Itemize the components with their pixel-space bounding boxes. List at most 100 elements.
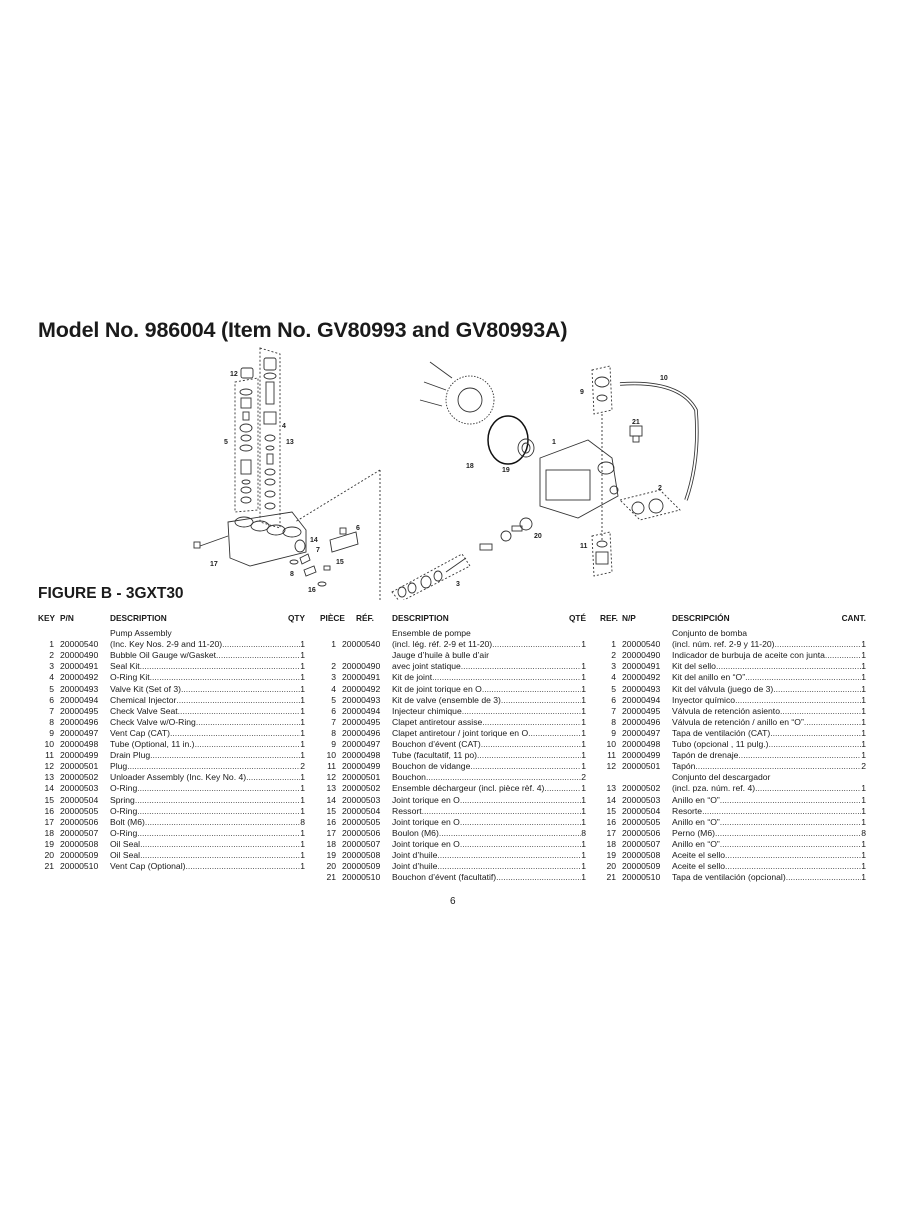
- dot-leader: [544, 783, 581, 794]
- dot-leader: [460, 795, 581, 806]
- svg-text:15: 15: [336, 559, 344, 566]
- table-row: 1220000501Bouchon2: [320, 772, 586, 783]
- key-number: 17: [44, 816, 54, 827]
- part-number: 20000498: [342, 750, 381, 761]
- part-number: 20000496: [60, 716, 99, 727]
- dot-leader: [460, 817, 581, 828]
- quantity: 1: [861, 838, 866, 849]
- description: Joint torique en O: [392, 816, 460, 827]
- key-number: 17: [606, 827, 616, 838]
- description-line-1: Conjunto del descargador: [672, 772, 771, 783]
- part-number: 20000504: [622, 805, 661, 816]
- description: Check Valve w/O-Ring: [110, 716, 196, 727]
- quantity: 1: [581, 727, 586, 738]
- part-number: 20000509: [342, 861, 381, 872]
- description: (incl. lég. réf. 2-9 et 11-20): [392, 639, 493, 650]
- description: O-Ring: [110, 805, 138, 816]
- key-number: 1: [331, 639, 336, 650]
- quantity: 1: [581, 639, 586, 650]
- quantity: 1: [300, 705, 305, 716]
- description: Bouchon d’évent (facultatif): [392, 872, 497, 883]
- quantity: 1: [861, 861, 866, 872]
- description: Plug: [110, 761, 128, 772]
- quantity: 2: [300, 761, 305, 772]
- dot-leader: [780, 706, 861, 717]
- quantity: 1: [581, 805, 586, 816]
- description: Kit del anillo en “O”: [672, 672, 746, 683]
- description-line-1: Conjunto de bomba: [672, 628, 748, 639]
- description: Chemical Injector: [110, 694, 177, 705]
- key-number: 14: [44, 783, 54, 794]
- description: Bouchon de vidange: [392, 761, 471, 772]
- dot-leader: [140, 839, 300, 850]
- dot-leader: [786, 872, 862, 883]
- key-number: 3: [331, 672, 336, 683]
- dot-leader: [462, 706, 581, 717]
- description: Check Valve Seat: [110, 705, 178, 716]
- part-number: 20000501: [60, 761, 99, 772]
- part-number: 20000501: [622, 761, 661, 772]
- dot-leader: [140, 661, 301, 672]
- description: Aceite el sello: [672, 861, 726, 872]
- quantity: 1: [300, 772, 305, 783]
- description: Bubble Oil Gauge w/Gasket: [110, 650, 217, 661]
- svg-text:16: 16: [308, 587, 316, 594]
- part-number: 20000503: [622, 794, 661, 805]
- part-number: 20000494: [342, 705, 381, 716]
- dot-leader: [481, 739, 582, 750]
- quantity: 1: [300, 694, 305, 705]
- dot-leader: [137, 783, 300, 794]
- description: Perno (M6): [672, 827, 715, 838]
- description: Spring: [110, 794, 135, 805]
- quantity: 1: [861, 672, 866, 683]
- quantity: 1: [300, 683, 305, 694]
- description: Tapón de drenaje: [672, 750, 739, 761]
- svg-text:20: 20: [534, 533, 542, 540]
- dot-leader: [439, 828, 581, 839]
- dot-leader: [135, 795, 300, 806]
- dot-leader: [196, 717, 300, 728]
- dot-leader: [528, 728, 581, 739]
- description: Boulon (M6): [392, 827, 439, 838]
- dot-leader: [246, 772, 300, 783]
- description: Resorte: [672, 805, 703, 816]
- description: Tapa de ventilación (opcional): [672, 872, 786, 883]
- description: Bouchon d’évent (CAT): [392, 739, 481, 750]
- dot-leader: [492, 639, 581, 650]
- part-number: 20000506: [60, 816, 99, 827]
- key-number: 14: [326, 794, 336, 805]
- quantity: 1: [581, 794, 586, 805]
- quantity: 1: [861, 750, 866, 761]
- dot-leader: [695, 761, 861, 772]
- quantity: 1: [861, 683, 866, 694]
- quantity: 1: [300, 861, 305, 872]
- description: O-Ring Kit: [110, 672, 150, 683]
- description: Oil Seal: [110, 838, 141, 849]
- key-number: 13: [326, 783, 336, 794]
- svg-text:4: 4: [282, 423, 286, 430]
- quantity: 1: [581, 739, 586, 750]
- part-number: 20000504: [60, 794, 99, 805]
- part-number: 20000491: [622, 661, 661, 672]
- part-number: 20000510: [342, 872, 381, 883]
- description: Joint d’huile: [392, 849, 438, 860]
- part-number: 20000507: [60, 827, 99, 838]
- quantity: 1: [300, 716, 305, 727]
- key-number: 15: [326, 805, 336, 816]
- description: Válvula de retención / anillo en “O”: [672, 716, 804, 727]
- quantity: 1: [581, 861, 586, 872]
- dot-leader: [426, 772, 581, 783]
- description: Joint torique en O: [392, 838, 460, 849]
